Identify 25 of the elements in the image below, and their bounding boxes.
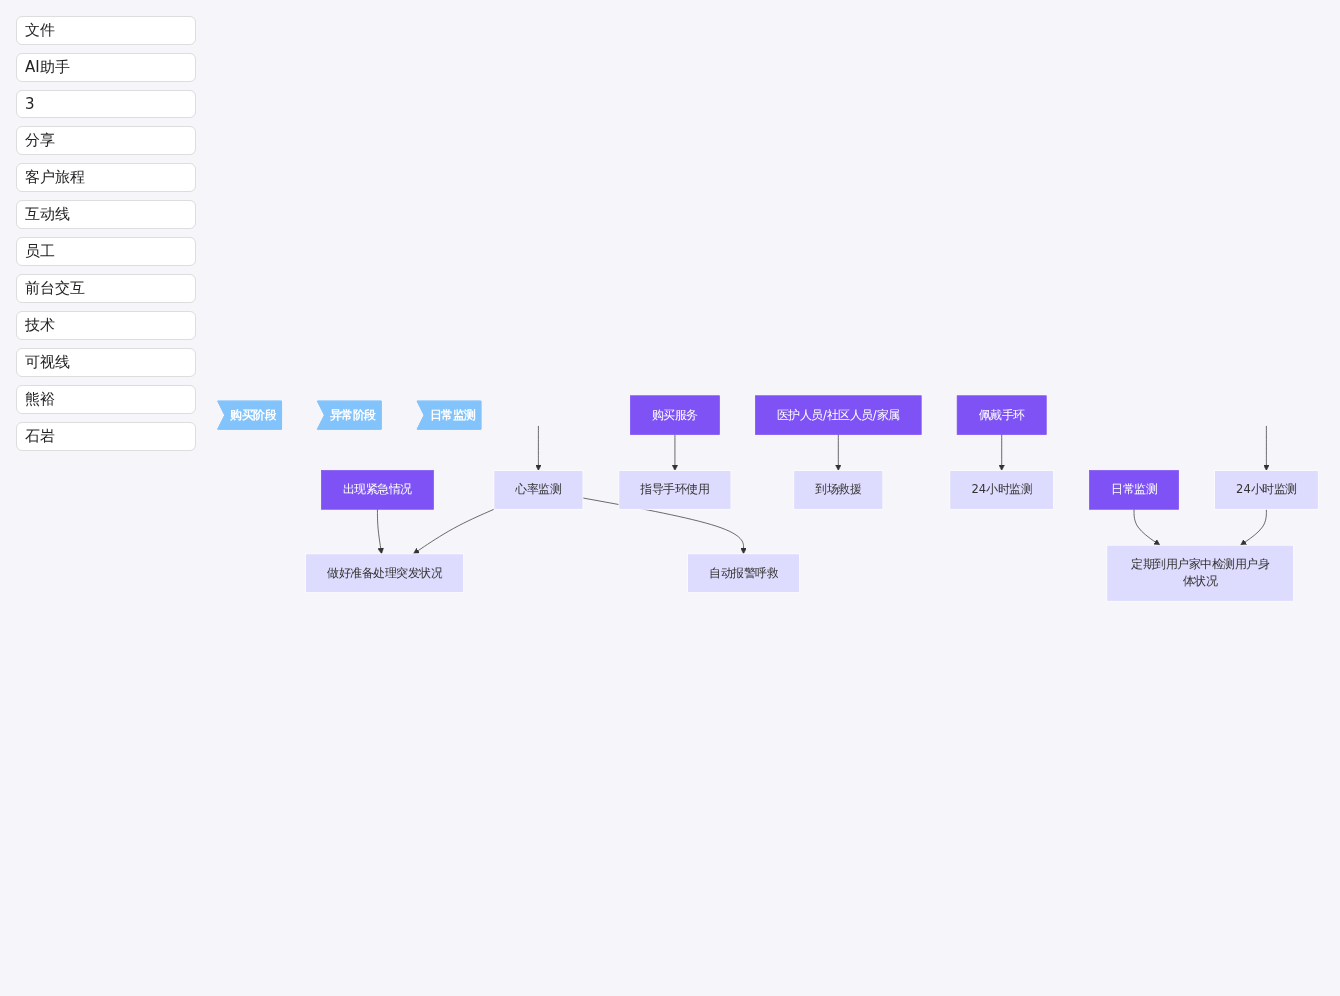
node-box: 自动报警呼救 — [687, 552, 800, 593]
node-box: 心率监测 — [493, 469, 584, 510]
label-text: 文件 — [16, 16, 196, 45]
label-text: 石岩 — [16, 422, 196, 451]
node-box: 24小时监测 — [1214, 469, 1319, 510]
node-box: 做好准备处理突发状况 — [305, 552, 465, 593]
label-text: 分享 — [16, 126, 196, 155]
label-text: 员工 — [16, 237, 196, 266]
label-text: 客户旅程 — [16, 163, 196, 192]
label-text: 技术 — [16, 311, 196, 340]
label-text: 前台交互 — [16, 274, 196, 303]
node-box: 24小时监测 — [949, 469, 1054, 510]
label-text: 熊裕 — [16, 385, 196, 414]
node-box: 日常监测 — [1089, 469, 1179, 510]
label-text: 互动线 — [16, 200, 196, 229]
label-text: 3 — [16, 90, 196, 118]
node-box: 佩戴手环 — [956, 394, 1047, 435]
node-box: 出现紧急情况 — [321, 469, 434, 510]
node-box: 购买服务 — [630, 394, 720, 435]
label-text: AI助手 — [16, 53, 196, 82]
node-box: 指导手环使用 — [618, 469, 732, 510]
node-box: 到场救援 — [793, 469, 884, 510]
label-text: 可视线 — [16, 348, 196, 377]
node-box: 定期到用户家中检测用户身体状况 — [1106, 544, 1294, 602]
node-box: 医护人员/社区人员/家属 — [755, 394, 922, 435]
